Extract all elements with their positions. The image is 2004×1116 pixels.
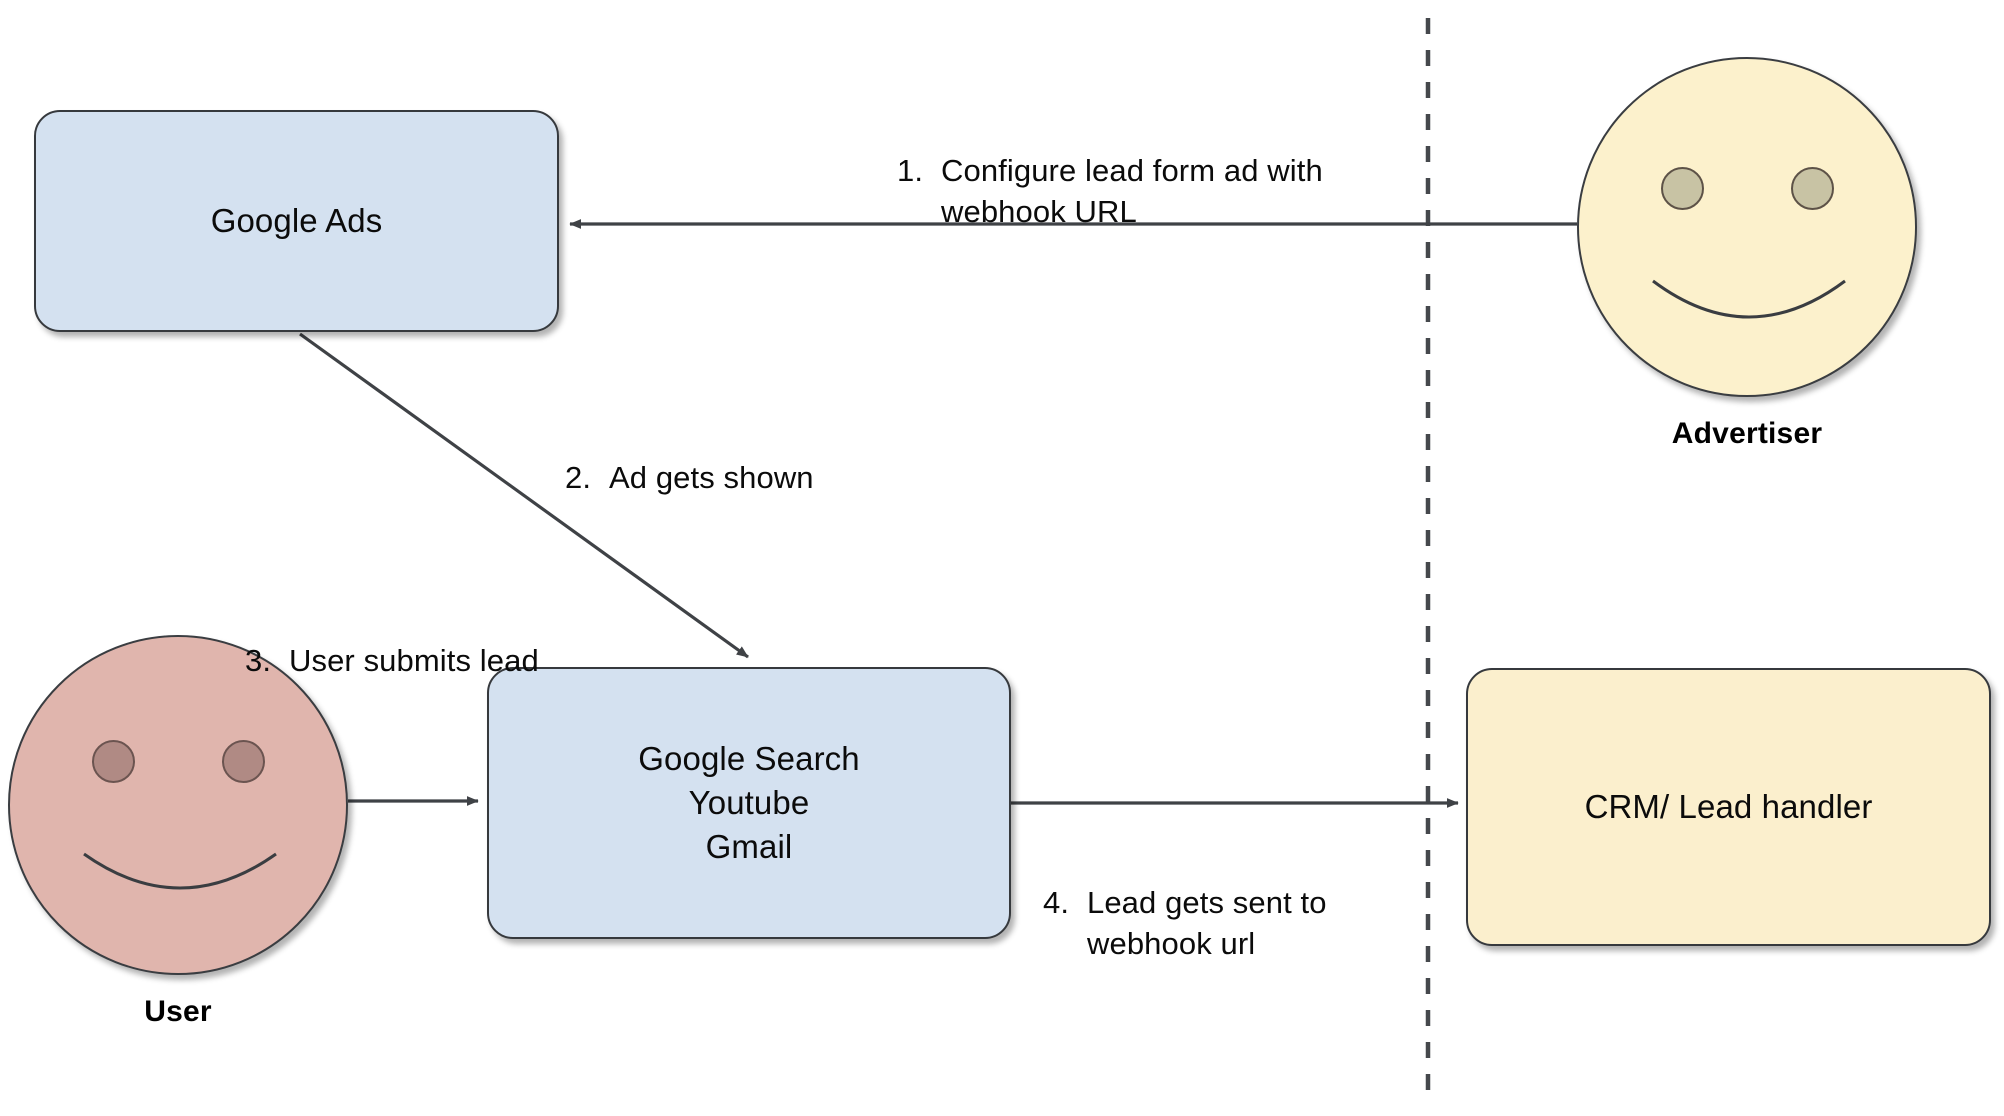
node-google-surfaces[interactable]: Google Search Youtube Gmail bbox=[487, 667, 1011, 939]
eye-right-icon bbox=[1791, 167, 1834, 210]
smiley-face-icon bbox=[1577, 57, 1917, 397]
node-google-ads[interactable]: Google Ads bbox=[34, 110, 559, 332]
edge-label-step-4: 4. Lead gets sent to webhook url bbox=[1043, 842, 1327, 965]
node-google-ads-label: Google Ads bbox=[210, 202, 383, 240]
edge-label-step-1: 1. Configure lead form ad with webhook UR… bbox=[897, 110, 1323, 233]
smile-mouth-icon bbox=[80, 850, 280, 910]
edge-label-step-1-number: 1. bbox=[897, 152, 924, 188]
actor-user-label: User bbox=[144, 995, 212, 1028]
edge-label-step-3-text: User submits lead bbox=[289, 642, 539, 678]
edge-label-step-4-text: Lead gets sent to webhook url bbox=[1087, 884, 1327, 961]
edge-label-step-1-text: Configure lead form ad with webhook URL bbox=[941, 152, 1323, 229]
node-crm-lead-handler[interactable]: CRM/ Lead handler bbox=[1466, 668, 1991, 946]
smile-mouth-icon bbox=[1649, 277, 1849, 337]
edge-label-step-2-number: 2. bbox=[565, 459, 592, 495]
edge-label-step-2: 2. Ad gets shown bbox=[565, 417, 814, 499]
eye-left-icon bbox=[92, 740, 135, 783]
actor-advertiser[interactable]: Advertiser bbox=[1577, 57, 1917, 450]
edge-label-step-2-text: Ad gets shown bbox=[609, 459, 814, 495]
eye-right-icon bbox=[222, 740, 265, 783]
actor-advertiser-label: Advertiser bbox=[1671, 417, 1823, 450]
node-crm-lead-handler-label: CRM/ Lead handler bbox=[1584, 788, 1873, 826]
edge-label-step-3: 3. User submits lead bbox=[245, 600, 539, 682]
node-google-surfaces-label: Google Search Youtube Gmail bbox=[638, 740, 860, 865]
edge-label-step-4-number: 4. bbox=[1043, 884, 1070, 920]
smiley-face-icon bbox=[8, 635, 348, 975]
eye-left-icon bbox=[1661, 167, 1704, 210]
actor-user[interactable]: User bbox=[8, 635, 348, 1028]
edge-label-step-3-number: 3. bbox=[245, 642, 272, 678]
